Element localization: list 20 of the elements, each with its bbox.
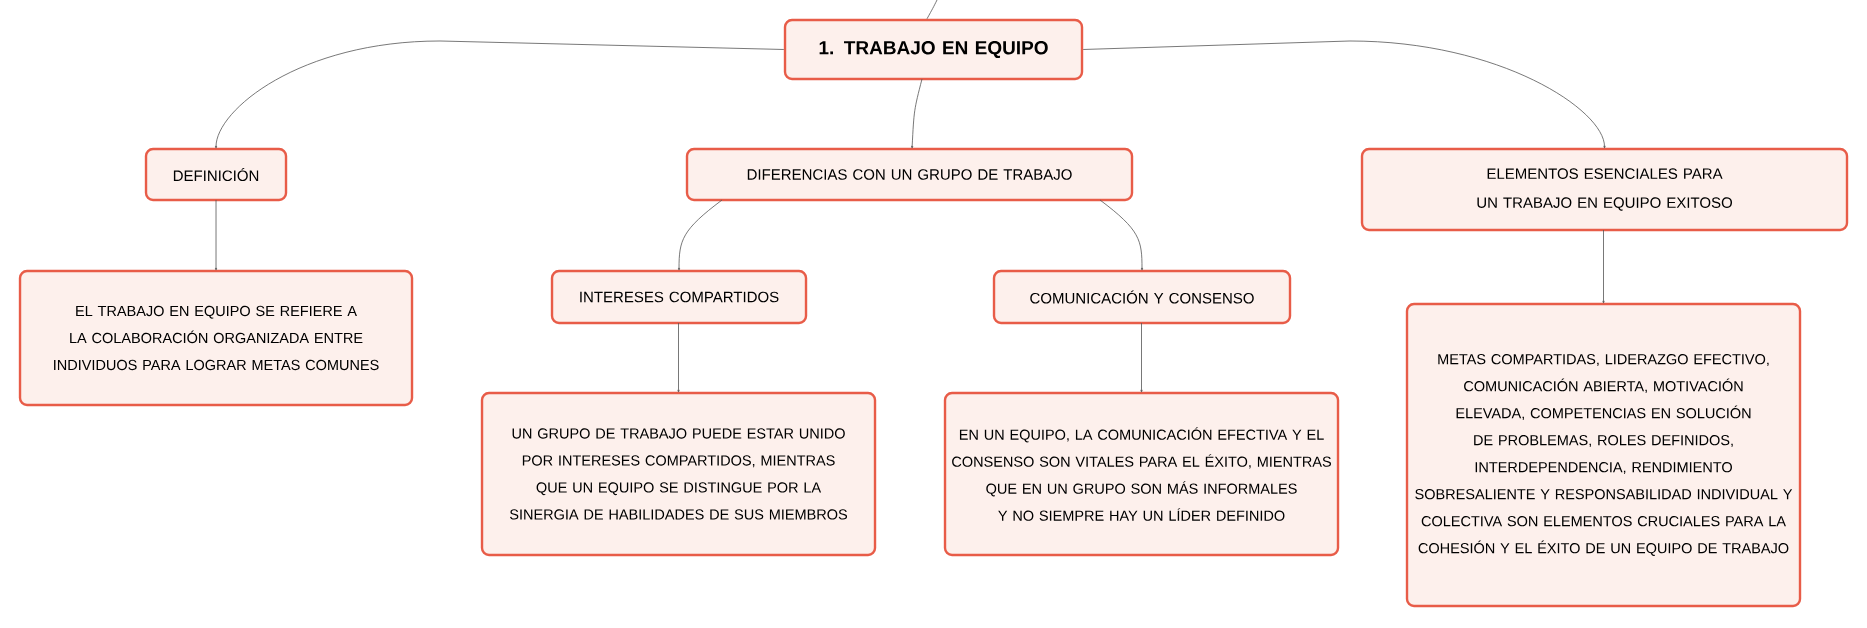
topic-box: DEFINICIÓN xyxy=(144,147,288,202)
connector xyxy=(214,40,785,149)
topic-box: INTERESES COMPARTIDOS xyxy=(550,269,808,325)
connector xyxy=(677,322,680,393)
connector xyxy=(677,199,723,271)
connector xyxy=(926,0,938,20)
connector xyxy=(1082,40,1606,149)
connector xyxy=(214,199,218,271)
description-box: METAS COMPARTIDAS, LIDERAZGO EFECTIVO, COMUNICACIÓN ABIERTA, MOTIVACIÓN ELEVADA, COMPETENCIAS EN SOLUCIÓN DE PROBLEMAS, ROLES DEFINIDOS, INTERDEPENDENCIA, RENDIMIENTO SOBRESALIENTE Y RESPONSABILIDAD INDIVIDUAL Y COLECTIVA SON ELEMENTOS CRUCIALES PARA LA COHESIÓN Y EL ÉXITO DE UN EQUIPO DE TRABAJO xyxy=(1405,302,1802,608)
description-box: UN GRUPO DE TRABAJO PUEDE ESTAR UNIDO POR INTERESES COMPARTIDOS, MIENTRAS QUE UN EQUIPO SE DISTINGUE POR LA SINERGIA DE HABILIDADES DE SUS MIEMBROS xyxy=(480,391,877,557)
connector xyxy=(1602,229,1605,304)
title-box: 1. TRABAJO EN EQUIPO xyxy=(783,18,1084,81)
topic-box: ELEMENTOS ESENCIALES PARA UN TRABAJO EN EQUIPO EXITOSO xyxy=(1360,147,1849,232)
description-box: EN UN EQUIPO, LA COMUNICACIÓN EFECTIVA Y EL CONSENSO SON VITALES PARA EL ÉXITO, MIENTRAS QUE EN UN GRUPO SON MÁS INFORMALES Y NO SIEMPRE HAY UN LÍDER DEFINIDO xyxy=(943,391,1340,557)
topic-box: COMUNICACIÓN Y CONSENSO xyxy=(992,269,1292,325)
connector xyxy=(1140,322,1143,393)
description-box: EL TRABAJO EN EQUIPO SE REFIERE A LA COLABORACIÓN ORGANIZADA ENTRE INDIVIDUOS PARA LOGRAR METAS COMUNES xyxy=(18,269,414,407)
connector xyxy=(1099,199,1144,271)
connector xyxy=(911,78,923,149)
topic-box: DIFERENCIAS CON UN GRUPO DE TRABAJO xyxy=(685,147,1134,202)
